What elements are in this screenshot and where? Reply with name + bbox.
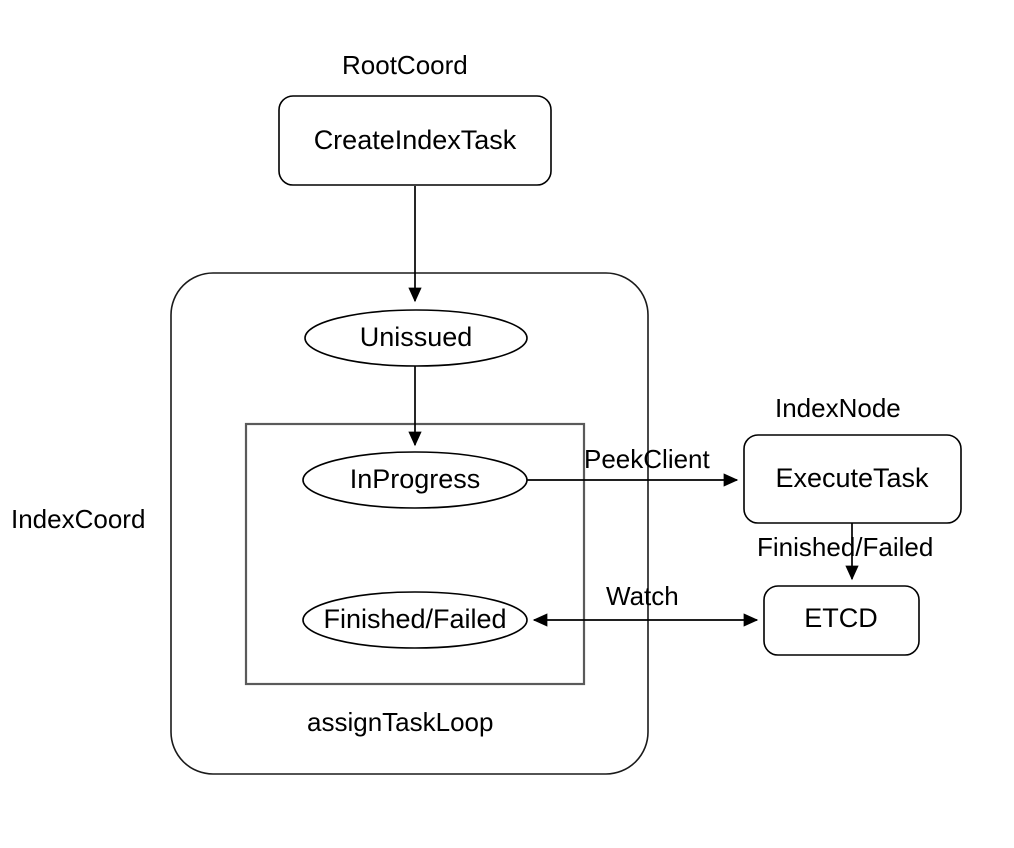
node-execute-task[interactable]: ExecuteTask	[743, 434, 962, 524]
finished-failed-ellipse[interactable]	[302, 591, 528, 649]
group-label-assigntaskloop: assignTaskLoop	[307, 707, 493, 737]
edge-label-finished-failed: Finished/Failed	[757, 532, 933, 562]
group-label-indexnode: IndexNode	[775, 393, 901, 423]
group-indexcoord[interactable]: IndexCoord	[11, 272, 649, 775]
in-progress-label: InProgress	[350, 464, 481, 494]
finished-failed-label: Finished/Failed	[323, 604, 506, 634]
unissued-label: Unissued	[360, 322, 473, 352]
node-in-progress[interactable]: InProgress	[302, 451, 528, 509]
create-index-task-box[interactable]	[278, 95, 552, 186]
node-unissued[interactable]: Unissued	[304, 309, 528, 367]
edge-inprogress-to-execute: PeekClient	[527, 444, 739, 487]
node-create-index-task[interactable]: CreateIndexTask	[278, 95, 552, 186]
indexcoord-container[interactable]	[170, 272, 649, 775]
group-label-indexcoord: IndexCoord	[11, 504, 145, 534]
edge-etcd-to-finished: Watch	[532, 581, 759, 627]
execute-task-box[interactable]	[743, 434, 962, 524]
node-finished-failed[interactable]: Finished/Failed	[302, 591, 528, 649]
in-progress-ellipse[interactable]	[302, 451, 528, 509]
node-etcd[interactable]: ETCD	[763, 585, 920, 656]
group-label-rootcoord: RootCoord	[342, 50, 468, 80]
etcd-box[interactable]	[763, 585, 920, 656]
create-index-task-label: CreateIndexTask	[314, 125, 517, 155]
execute-task-label: ExecuteTask	[775, 463, 929, 493]
etcd-label: ETCD	[804, 603, 878, 633]
edge-label-watch: Watch	[606, 581, 679, 611]
edge-label-peekclient: PeekClient	[584, 444, 711, 474]
edge-execute-to-etcd: Finished/Failed	[757, 523, 933, 581]
unissued-ellipse[interactable]	[304, 309, 528, 367]
